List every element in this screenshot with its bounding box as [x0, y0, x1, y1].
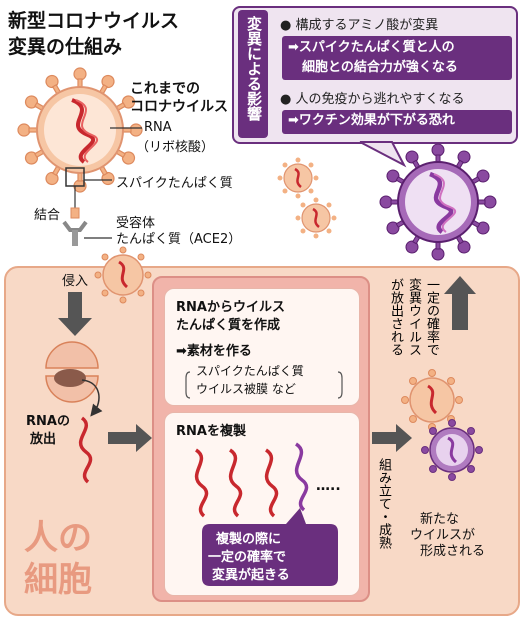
new-virus-label-1: 新たな	[420, 512, 460, 527]
new-virus-label-3: 形成される	[420, 544, 486, 559]
rna-release-label-1: RNAの	[26, 414, 70, 429]
released-virus-icon-2	[295, 197, 337, 239]
impact-result-1-line-1: ➡スパイクたんぱく質と人の	[288, 40, 455, 55]
released-rna-icon	[78, 416, 93, 484]
old-virus-icon	[17, 67, 143, 193]
release-text-col-1: 一定の確率で	[424, 278, 439, 356]
old-virus-label-2: コロナウイルス	[130, 99, 228, 115]
receptor-label-1: 受容体	[116, 216, 156, 231]
assembly-arrow	[372, 424, 412, 452]
spike-label: スパイクたんぱく質	[116, 176, 233, 191]
spike-binding-icon	[62, 207, 88, 246]
mutation-note-bubble	[202, 524, 338, 586]
rna-label-1: RNA	[144, 120, 172, 135]
replicate-label: RNAを複製	[176, 424, 246, 439]
impact-result-2: ➡ワクチン効果が下がる恐れ	[282, 110, 512, 134]
impact-item-1: ● 構成するアミノ酸が変異	[280, 18, 439, 33]
impact-label: 変異による影響	[245, 16, 263, 121]
release-text-col-3: が放出される	[388, 278, 403, 356]
cell-name-line-1: 人の	[24, 518, 92, 558]
impact-label-bar	[238, 10, 268, 138]
impact-result-1-line-2: 細胞との結合力が強くなる	[302, 60, 458, 75]
impact-item-2-text: 人の免疫から逃れやすくなる	[295, 92, 465, 107]
materials-detail-2: ウイルス被膜 など	[196, 382, 296, 396]
protein-label-1: RNAからウイルス	[176, 300, 285, 315]
released-virus-icon-1	[277, 157, 319, 199]
mutation-note-1: 複製の際に	[216, 532, 282, 547]
old-virus-label-1: これまでの	[130, 81, 200, 97]
binding-label: 結合	[34, 208, 61, 223]
impact-item-1-text: 構成するアミノ酸が変異	[295, 18, 439, 33]
protein-label-2: たんぱく質を作成	[176, 318, 281, 333]
release-text-col-2: 変異ウイルス	[406, 278, 421, 356]
title-line-2: 変異の仕組み	[8, 36, 123, 58]
mutant-virus-icon	[379, 143, 497, 261]
mutation-note-2: 一定の確率で	[208, 550, 287, 565]
assembly-label: 組み立て・成熟	[376, 458, 391, 549]
uncoating-virus-icon	[45, 341, 103, 417]
new-mutant-virus-icon	[421, 419, 483, 481]
release-arrow	[444, 276, 476, 330]
invasion-label: 侵入	[62, 274, 89, 289]
new-virus-label-2: ウイルスが	[410, 528, 476, 543]
mutation-note-3: 変異が起きる	[212, 568, 290, 583]
receptor-label-2: たんぱく質（ACE2）	[116, 232, 242, 247]
entering-virus-icon	[94, 246, 152, 304]
rna-release-label-2: 放出	[30, 432, 57, 447]
materials-detail-1: スパイクたんぱく質	[196, 364, 304, 378]
cell-name-line-2: 細胞	[24, 560, 92, 600]
replicated-rna-icons	[194, 442, 309, 518]
rna-label-2: （リボ核酸）	[136, 140, 215, 155]
protein-synthesis-box	[164, 288, 360, 406]
materials-label: ➡素材を作る	[176, 344, 252, 359]
replicate-ellipsis: …..	[316, 478, 341, 494]
impact-bubble-tail	[359, 141, 407, 168]
impact-result-1: ➡スパイクたんぱく質と人の 細胞との結合力が強くなる	[282, 36, 512, 80]
impact-item-2: ● 人の免疫から逃れやすくなる	[280, 92, 465, 107]
invasion-arrow	[58, 292, 92, 336]
to-panel-arrow	[108, 424, 152, 452]
title-line-1: 新型コロナウイルス	[8, 10, 180, 32]
